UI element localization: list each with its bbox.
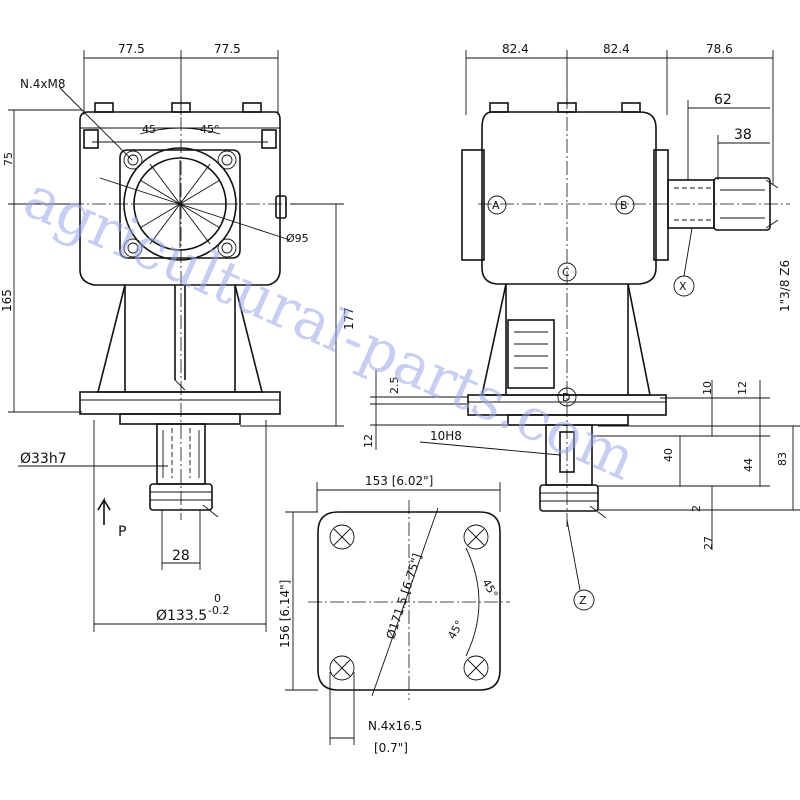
flange-angle-top: 45° (479, 577, 500, 600)
front-arrow-label: P (118, 524, 126, 540)
side-shaft-len-62: 62 (714, 92, 732, 108)
front-base-dia: Ø133.5 (156, 608, 207, 624)
front-base-tol-upper: 0 (214, 592, 221, 605)
front-height-total: 165 (0, 289, 14, 312)
side-dim-44: 44 (742, 458, 755, 472)
flange-diagonal: Ø171.5 [6.75"] (384, 552, 425, 641)
front-shaft-dia: Ø33h7 (20, 451, 67, 467)
side-shaft-len-38: 38 (734, 127, 752, 143)
side-keyway: 10H8 (430, 429, 462, 443)
side-dim-10: 10 (701, 381, 714, 395)
side-dim-2-5: 2.5 (388, 377, 401, 395)
side-dim-12-right: 12 (736, 381, 749, 395)
side-dim-27: 27 (702, 536, 715, 550)
side-dim-12-left: 12 (362, 434, 375, 448)
front-base-tol-lower: -0.2 (208, 604, 229, 617)
flange-view: 153 [6.02"] 156 [6.14"] Ø171.5 [6.75"] 4… (278, 474, 510, 755)
side-marker-x: X (679, 280, 687, 293)
flange-height: 156 [6.14"] (278, 580, 292, 648)
flange-angle-bottom: 45° (445, 618, 466, 641)
side-top-dim-c: 78.6 (706, 42, 733, 56)
flange-holes: N.4x16.5 (368, 719, 422, 733)
front-height-right: 177 (342, 307, 356, 330)
side-view: 82.4 82.4 78.6 62 38 A B (362, 42, 800, 611)
front-angle-left: 45 (142, 123, 156, 136)
side-dim-2: 2 (690, 505, 703, 512)
front-height-top: 75 (2, 152, 15, 166)
front-angle-right: 45° (200, 123, 220, 136)
front-bore-dia: Ø95 (286, 232, 309, 245)
side-marker-d: D (562, 391, 570, 404)
side-top-dim-b: 82.4 (603, 42, 630, 56)
side-marker-b: B (620, 199, 628, 212)
side-spline: 1"3/8 Z6 (778, 260, 792, 312)
side-marker-c: C (562, 266, 570, 279)
side-dim-40: 40 (662, 448, 675, 462)
front-bolt-pattern: N.4xM8 (20, 77, 66, 91)
side-marker-z: Z (579, 594, 587, 607)
front-top-dim-left: 77.5 (118, 42, 145, 56)
side-marker-a: A (492, 199, 500, 212)
flange-hole-inch: [0.7"] (374, 741, 408, 755)
front-view: 77.5 77.5 (0, 42, 356, 632)
side-top-dim-a: 82.4 (502, 42, 529, 56)
watermark: agricultural-parts.com (14, 163, 645, 494)
front-top-dim-right: 77.5 (214, 42, 241, 56)
side-dim-83: 83 (776, 452, 789, 466)
front-shaft-width: 28 (172, 548, 190, 564)
flange-width: 153 [6.02"] (365, 474, 433, 488)
